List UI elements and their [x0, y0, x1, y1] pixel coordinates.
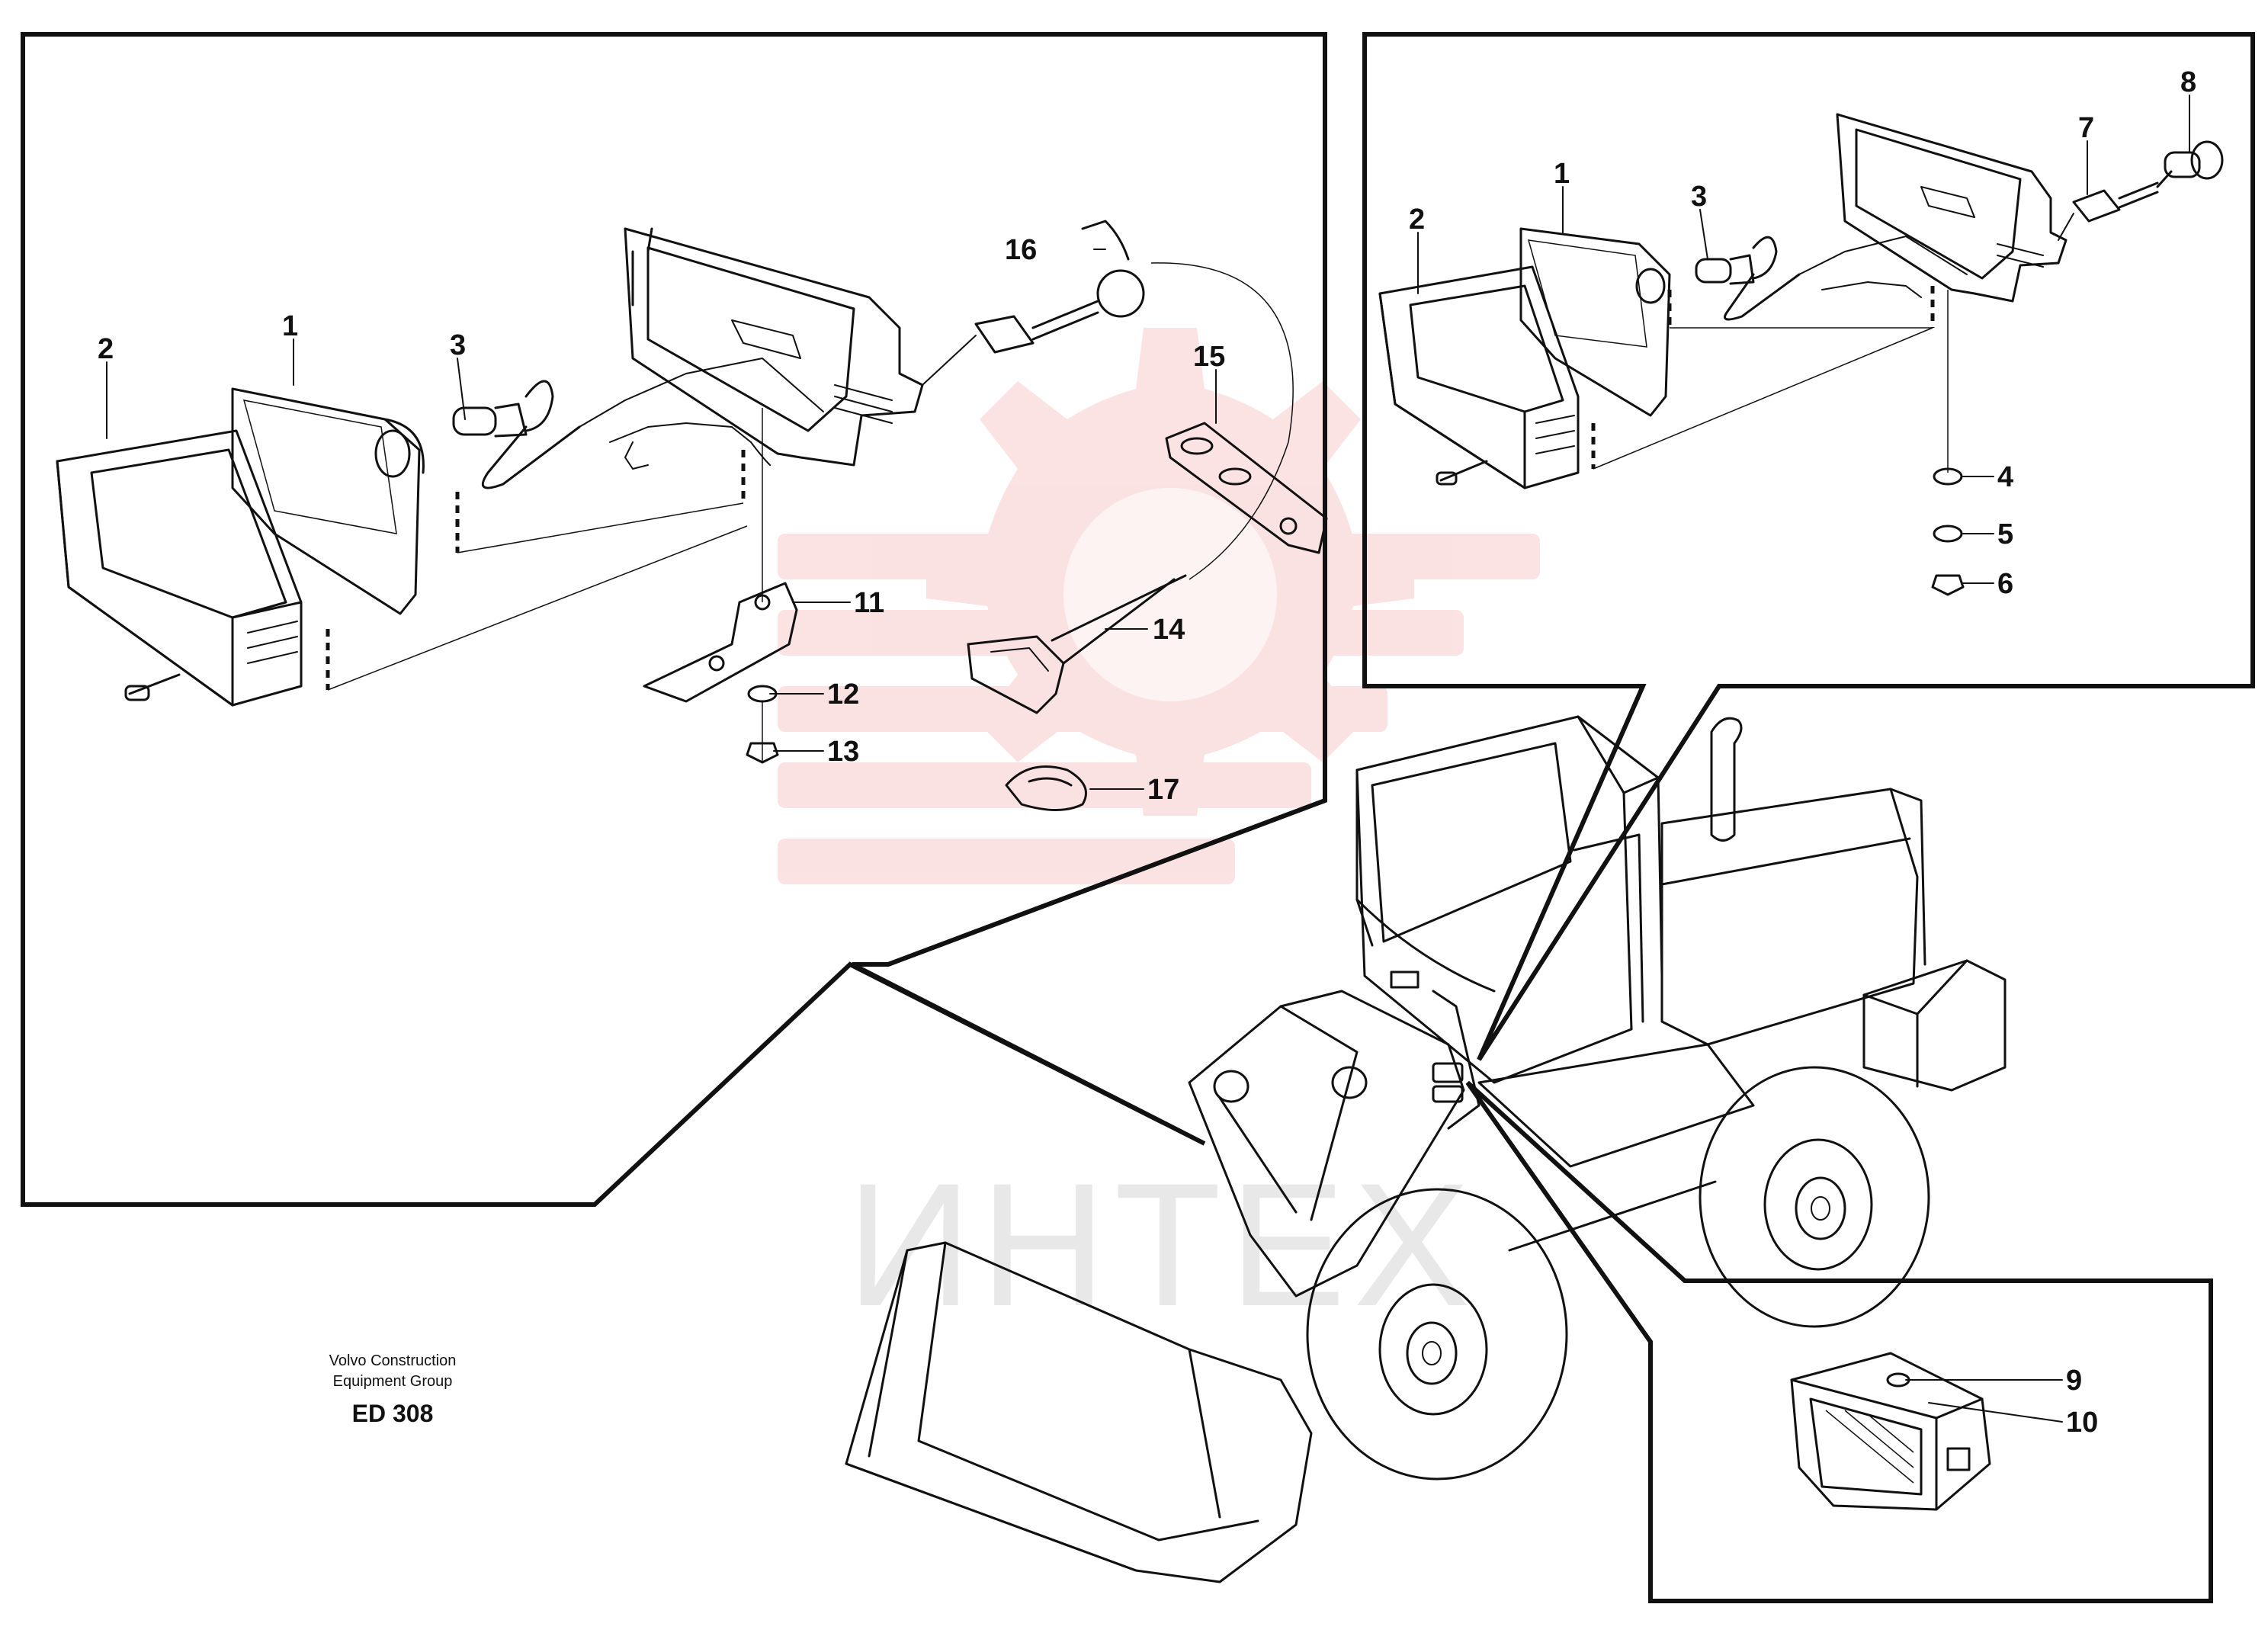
callout-numbers-right: 1 2 3 4 5 6 7 8: [1409, 66, 2196, 600]
company-caption: Volvo Construction Equipment Group: [301, 1351, 484, 1392]
callout-left-1: 1: [282, 310, 298, 342]
callout-left-2: 2: [98, 333, 114, 365]
callout-right-7: 7: [2078, 112, 2094, 144]
right-panel-frame: [1362, 32, 2255, 1061]
drawing-code: ED 308: [351, 1400, 434, 1427]
clip-17: [1005, 765, 1087, 811]
company-line-2: Equipment Group: [332, 1373, 453, 1390]
callout-detail-10: 10: [2066, 1407, 2098, 1439]
washer-4: [1933, 467, 1963, 486]
connector-8: [2156, 140, 2224, 188]
lamp-housing-left: [624, 227, 924, 467]
callout-detail-9: 9: [2066, 1365, 2082, 1397]
lamp-lens-right: [1519, 227, 1671, 417]
connector-7: [2058, 181, 2159, 241]
bracket-11: [643, 408, 798, 703]
callout-left-12: 12: [827, 679, 859, 711]
callout-left-15: 15: [1193, 341, 1225, 373]
callout-left-3: 3: [450, 329, 466, 361]
callout-right-3: 3: [1691, 181, 1707, 213]
wire-left: [579, 358, 824, 466]
callout-right-6: 6: [1997, 568, 2013, 600]
plug-14: [967, 574, 1187, 714]
lamp-lens-left: [231, 387, 425, 615]
callout-right-4: 4: [1997, 461, 2013, 493]
callout-leaders: [106, 95, 2190, 1423]
callout-right-2: 2: [1409, 204, 1425, 236]
lamp-guard-left: [56, 429, 303, 707]
bracket-15: [1165, 422, 1328, 554]
detail-panel-frame: [1465, 1080, 2213, 1603]
callout-numbers-detail: 9 10: [2066, 1365, 2098, 1439]
callout-left-11: 11: [854, 587, 884, 619]
callout-right-5: 5: [1997, 518, 2013, 550]
lamp-housing-right: [1836, 113, 2068, 303]
callout-numbers-left: 1 2 3 11 12 13 14 15 16 17: [98, 234, 1225, 806]
connector-16: [922, 220, 1294, 580]
work-light-marker: [1432, 1062, 1464, 1083]
bulb-right: [1695, 236, 1801, 321]
callout-left-17: 17: [1147, 774, 1179, 806]
nut-6: [1931, 574, 1965, 596]
bulb-left: [452, 380, 581, 489]
lamp-guard-right: [1378, 265, 1580, 489]
callout-left-14: 14: [1153, 614, 1185, 646]
work-light-detail: [1790, 1352, 1991, 1511]
wheel-loader: [845, 715, 2007, 1583]
left-panel-frame: [21, 32, 1327, 1207]
callout-right-8: 8: [2180, 66, 2196, 98]
company-line-1: Volvo Construction: [329, 1352, 457, 1369]
callout-left-16: 16: [1005, 234, 1037, 266]
callout-left-13: 13: [827, 736, 859, 768]
callout-right-1: 1: [1554, 158, 1570, 190]
washer-5: [1933, 525, 1963, 543]
nut-13: [746, 742, 779, 764]
